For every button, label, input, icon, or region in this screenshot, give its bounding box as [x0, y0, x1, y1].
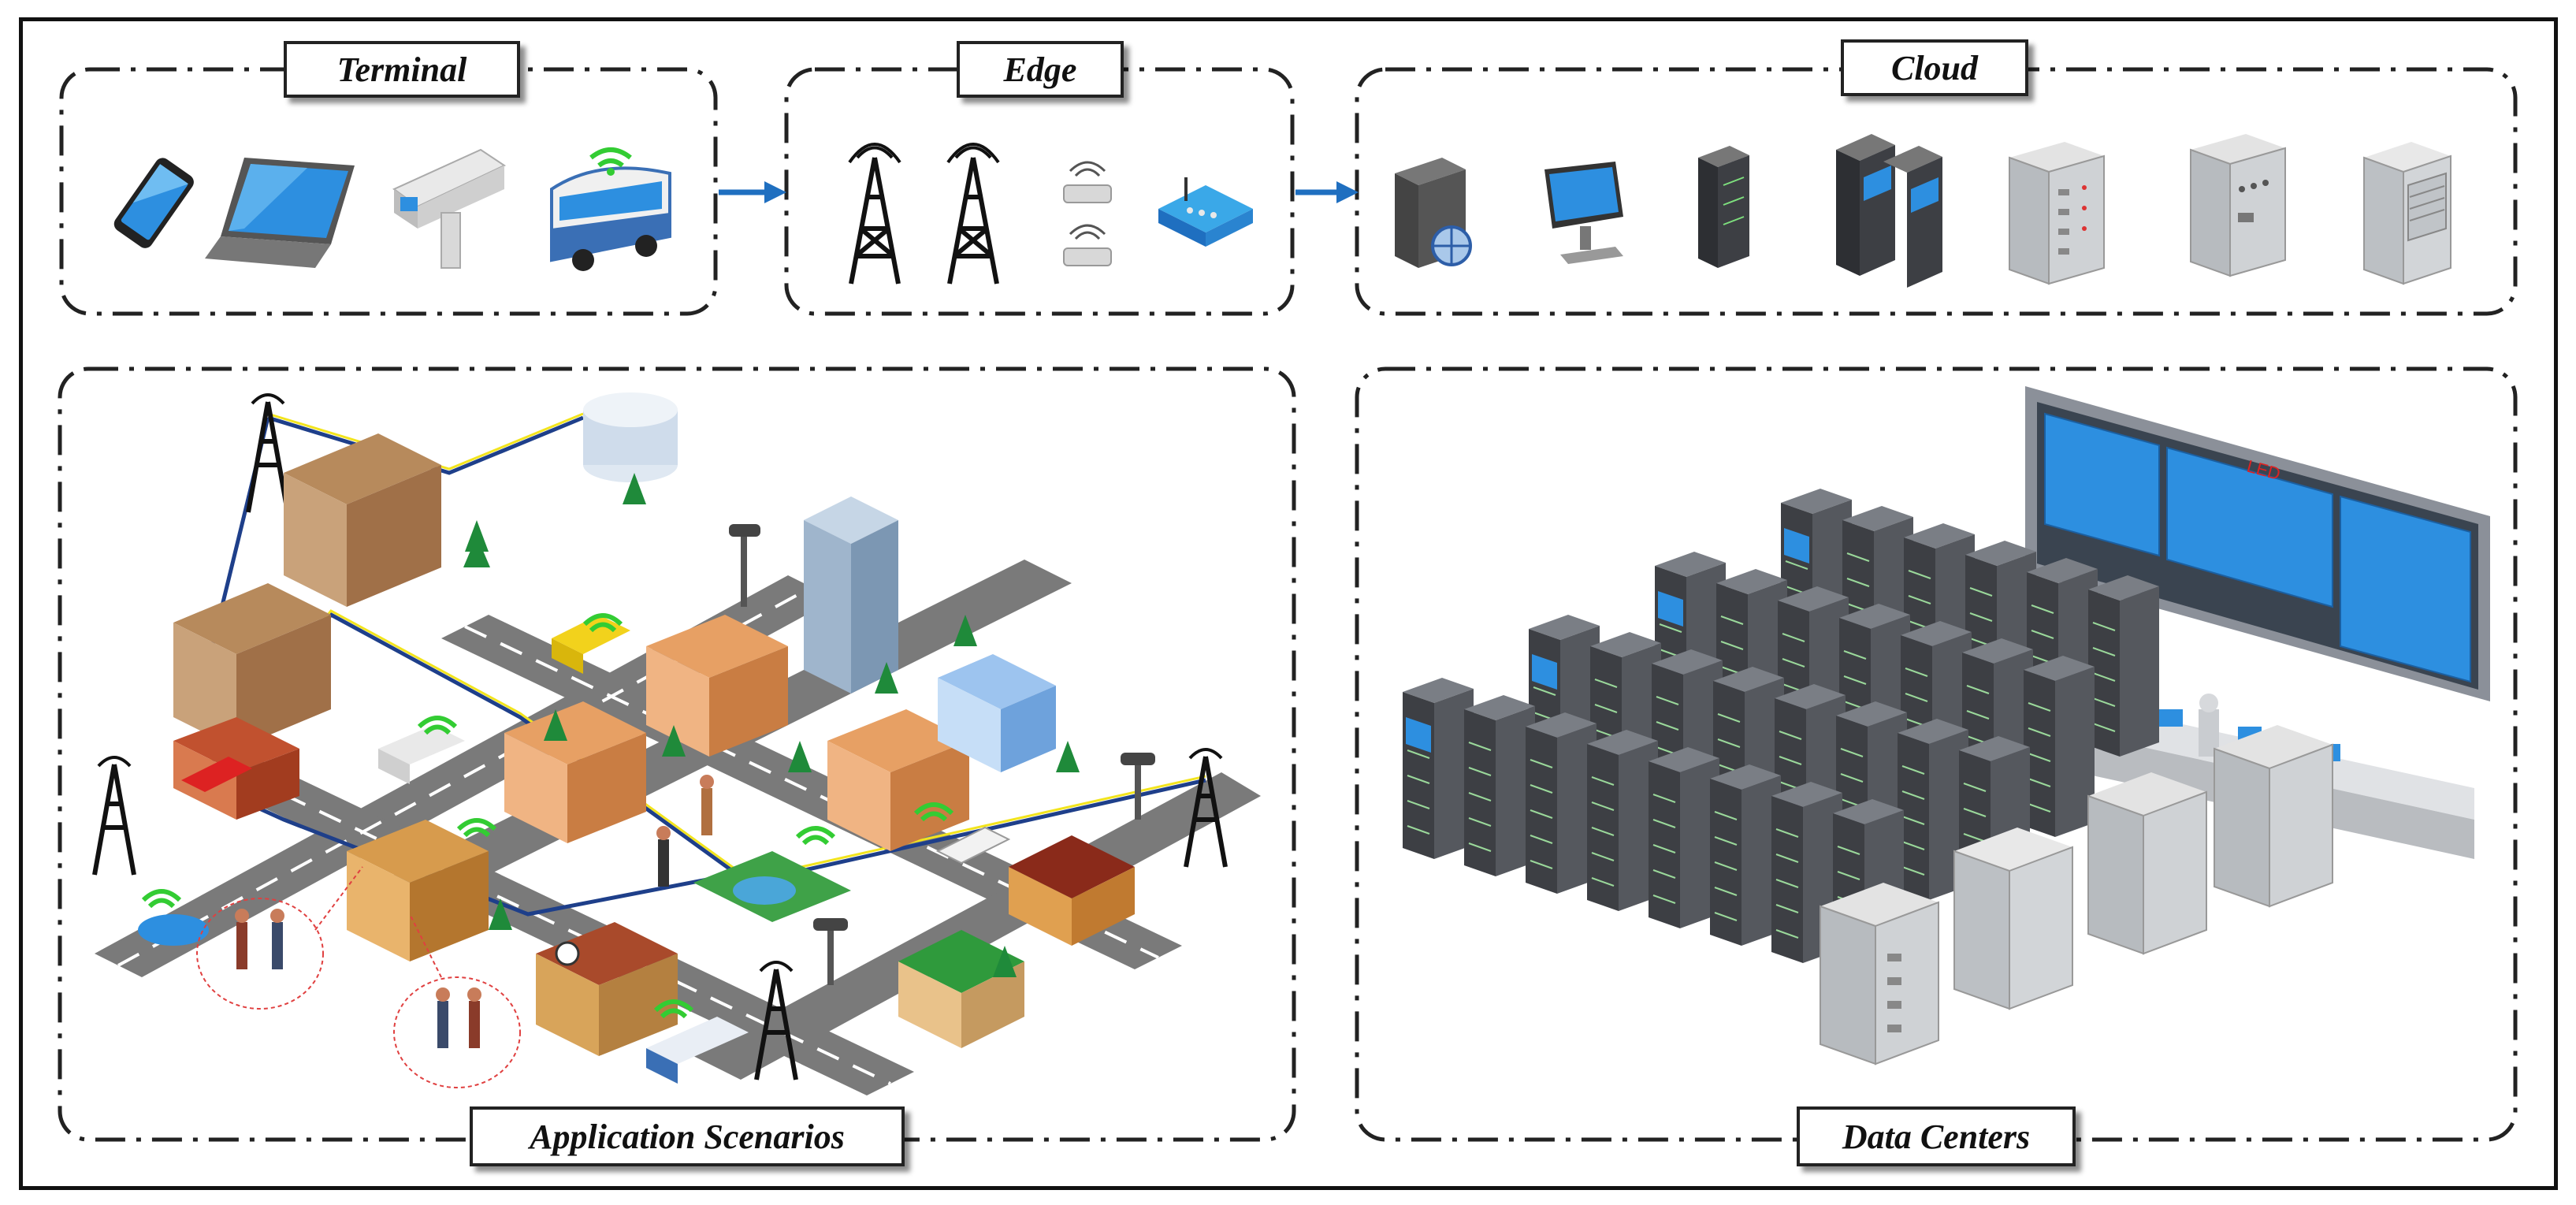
shop-building [1009, 835, 1135, 946]
cell-tower-icon [246, 393, 290, 513]
server-globe-icon [1395, 158, 1472, 268]
power-cabinet-icon [2009, 142, 2105, 285]
apartment-building [646, 615, 788, 757]
traffic-light-icon [729, 524, 760, 607]
video-wall: LED [2025, 386, 2490, 701]
cell-tower-icon [946, 143, 1000, 285]
rack-server-icon [1698, 146, 1749, 268]
laptop-icon [205, 158, 355, 268]
terminal-label: Terminal [284, 41, 520, 98]
cloud-label: Cloud [1841, 39, 2028, 96]
truck-icon [378, 725, 465, 784]
rack-server-icon [2088, 575, 2159, 757]
rack-server-icon [2024, 656, 2095, 837]
traffic-light-icon [1121, 753, 1155, 820]
power-cabinet-icon [1820, 883, 1939, 1066]
edge-to-cloud-arrow [1295, 181, 1359, 203]
fire-station [173, 717, 299, 820]
rack-server-icon [1771, 782, 1842, 963]
air-conditioner-icon [1953, 828, 2073, 1010]
smartphone-icon [113, 158, 194, 248]
cell-tower-icon [848, 143, 901, 285]
terminal-icons [113, 147, 671, 271]
outer-frame [19, 17, 2558, 1190]
rack-server-icon [1526, 712, 1597, 894]
clock-building [536, 922, 678, 1056]
access-point-icon [1063, 161, 1112, 266]
monitor-icon [1544, 162, 1623, 264]
trees [463, 473, 1080, 977]
datacenter-label: Data Centers [1797, 1106, 2076, 1166]
factory-building [284, 433, 441, 607]
smart-city-illustration [92, 392, 1261, 1095]
rack-console-icon [1836, 134, 1942, 288]
people-icons [235, 775, 714, 1048]
rack-server-icon [1898, 719, 1968, 900]
rack-server-icon [1710, 764, 1781, 946]
edge-label: Edge [957, 41, 1124, 98]
people-bubble [196, 866, 521, 1088]
office-tower [804, 497, 898, 694]
school-building [347, 820, 489, 961]
edge-panel [784, 67, 1295, 316]
cloud-icons [1395, 134, 2451, 288]
air-conditioner-icon [2363, 142, 2451, 285]
bus-icon [550, 147, 671, 271]
control-cabinet-icon [2190, 134, 2286, 277]
camera-icon [392, 148, 507, 269]
control-cabinet-icon [2087, 772, 2207, 955]
fire-truck-icon [181, 757, 252, 792]
server-racks [1403, 489, 2159, 980]
apartment-building [827, 709, 969, 851]
bus-icon [646, 1017, 749, 1084]
factory-building [173, 583, 331, 749]
apartment-building [504, 701, 646, 843]
wifi-icons [141, 613, 954, 1019]
hospital-building [938, 654, 1056, 772]
ambulance-icon [935, 826, 1011, 865]
power-cabinet-icon [2214, 725, 2333, 908]
terminal-to-edge-arrow [719, 181, 786, 203]
data-center-illustration: LED [1403, 386, 2490, 1066]
car-icon [138, 914, 209, 946]
cell-tower-icon [754, 961, 798, 1080]
application-label: Application Scenarios [470, 1106, 905, 1166]
cell-tower-icon [1184, 748, 1228, 868]
rack-server-icon [1464, 695, 1535, 876]
edge-icons [848, 143, 1253, 285]
rack-server-icon [1403, 678, 1474, 859]
park [693, 851, 851, 922]
round-tower [583, 392, 678, 482]
rack-server-icon [1587, 730, 1658, 911]
router-icon [1158, 177, 1253, 247]
rack-server-icon [1649, 747, 1719, 928]
cell-tower-icon [92, 756, 136, 876]
traffic-light-icon [813, 918, 848, 985]
